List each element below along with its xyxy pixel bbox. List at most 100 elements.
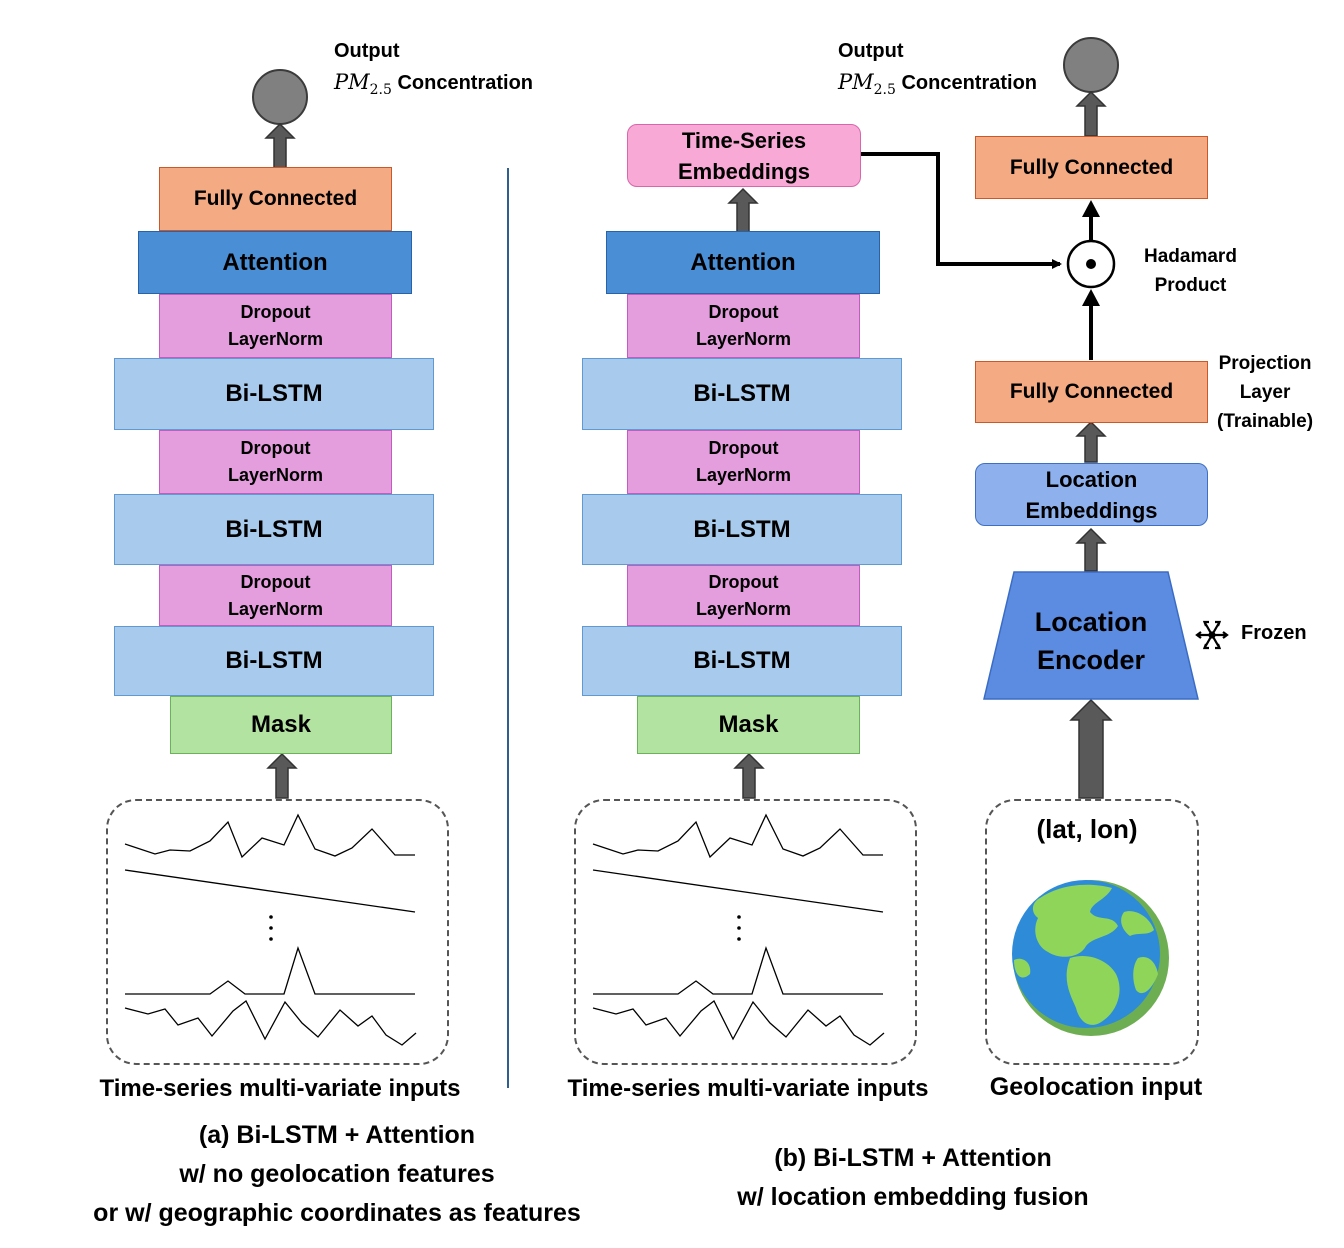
hadamard-product-icon: [1066, 239, 1116, 289]
projection-line-3: (Trainable): [1217, 411, 1314, 432]
fc-output-label: Fully Connected: [1009, 155, 1174, 179]
left-dropout-layernorm-3: Dropout LayerNorm: [159, 565, 392, 626]
left-output-word: Output: [334, 40, 400, 62]
layernorm-label: LayerNorm: [695, 598, 792, 619]
mask-label: Mask: [250, 711, 312, 738]
left-fc-label: Fully Connected: [193, 187, 358, 210]
right-caption-line-1: (b) Bi-LSTM + Attention: [774, 1144, 1052, 1172]
snowflake-icon: [1195, 620, 1229, 650]
loc-enc-line-2: Encoder: [1036, 645, 1146, 675]
up-arrow-icon: [733, 752, 765, 799]
dropout-label: Dropout: [240, 438, 311, 458]
right-bilstm-3: Bi-LSTM: [582, 626, 902, 696]
mask-label: Mask: [718, 711, 779, 738]
left-output-concentration: PM2.5 Concentration: [334, 70, 533, 98]
geolocation-label-text: Geolocation input: [989, 1073, 1203, 1101]
time-series-embeddings: Time-Series Embeddings: [627, 124, 861, 187]
left-input-label-text: Time-series multi-variate inputs: [99, 1075, 461, 1102]
right-concentration-word: Concentration: [901, 72, 1038, 94]
hadamard-label: Hadamard Product: [1144, 242, 1237, 300]
right-dropout-layernorm-2: Dropout LayerNorm: [627, 430, 860, 494]
right-attention-label: Attention: [690, 248, 796, 276]
ellipsis-dots-left: [269, 915, 273, 941]
left-pm-subscript: 2.5: [369, 82, 392, 98]
hadamard-line-2: Product: [1154, 275, 1227, 296]
up-arrow-icon: [264, 122, 296, 169]
left-fully-connected: Fully Connected: [159, 167, 392, 231]
dropout-label: Dropout: [240, 302, 311, 322]
bilstm-label: Bi-LSTM: [225, 380, 323, 407]
right-input-label: Time-series multi-variate inputs: [567, 1075, 928, 1103]
left-bilstm-1: Bi-LSTM: [114, 358, 434, 430]
right-dropout-layernorm-3: Dropout LayerNorm: [627, 565, 860, 626]
geolocation-input-box: [985, 799, 1199, 1065]
time-series-sparklines-right: [592, 813, 885, 1046]
left-pm-symbol: PM: [334, 70, 370, 94]
output-node: [252, 69, 308, 125]
left-caption-line-1: (a) Bi-LSTM + Attention: [198, 1121, 476, 1149]
location-encoder-shape: [983, 571, 1199, 700]
right-output-word: Output: [838, 40, 904, 62]
projection-line-1: Projection: [1218, 353, 1312, 374]
left-caption-line-3: or w/ geographic coordinates as features: [93, 1199, 581, 1227]
right-input-label-text: Time-series multi-variate inputs: [567, 1075, 929, 1102]
right-time-series-input-box: [574, 799, 917, 1065]
latlon-text: (lat, lon): [1036, 814, 1138, 844]
left-time-series-input-box: [106, 799, 449, 1065]
layernorm-label: LayerNorm: [695, 329, 792, 349]
time-series-sparklines-left: [124, 813, 417, 1046]
right-dropout-layernorm-1: Dropout LayerNorm: [627, 294, 860, 358]
geolocation-label: Geolocation input: [990, 1073, 1203, 1102]
right-attention: Attention: [606, 231, 880, 294]
right-output-concentration: PM2.5 Concentration: [838, 70, 1037, 98]
bilstm-label: Bi-LSTM: [693, 647, 791, 674]
left-input-label: Time-series multi-variate inputs: [99, 1075, 460, 1103]
latlon-label: (lat, lon): [1036, 814, 1137, 845]
right-pm-subscript: 2.5: [873, 82, 896, 98]
location-embeddings: Location Embeddings: [975, 463, 1208, 526]
projection-layer-label: Projection Layer (Trainable): [1217, 349, 1313, 436]
fully-connected-projection: Fully Connected: [975, 361, 1208, 423]
left-bilstm-2: Bi-LSTM: [114, 494, 434, 565]
up-arrow-icon: [1069, 698, 1113, 799]
right-caption: (b) Bi-LSTM + Attention w/ location embe…: [737, 1139, 1088, 1217]
tse-line-1: Time-Series: [681, 127, 807, 153]
location-encoder: Location Encoder: [1000, 596, 1182, 686]
up-arrow-icon: [266, 752, 298, 799]
right-bilstm-1: Bi-LSTM: [582, 358, 902, 430]
right-output-label: Output: [838, 40, 904, 63]
globe-icon: [1012, 880, 1169, 1036]
up-arrow-icon: [1075, 420, 1107, 463]
right-caption-line-2: w/ location embedding fusion: [737, 1183, 1089, 1211]
left-attention-label: Attention: [222, 248, 328, 276]
up-arrow-icon: [1075, 527, 1107, 572]
up-arrow-icon: [727, 187, 759, 233]
right-pm-symbol: PM: [838, 70, 874, 94]
projection-line-2: Layer: [1239, 382, 1291, 403]
left-caption-line-2: w/ no geolocation features: [179, 1160, 495, 1188]
bilstm-label: Bi-LSTM: [693, 380, 791, 407]
bilstm-label: Bi-LSTM: [225, 647, 323, 674]
left-attention: Attention: [138, 231, 412, 294]
loc-enc-line-1: Location: [1034, 607, 1148, 637]
ellipsis-dots-right: [737, 915, 741, 941]
fully-connected-output: Fully Connected: [975, 136, 1208, 199]
dropout-label: Dropout: [240, 571, 311, 592]
layernorm-label: LayerNorm: [227, 329, 324, 349]
right-bilstm-2: Bi-LSTM: [582, 494, 902, 565]
frozen-text: Frozen: [1241, 622, 1307, 644]
bilstm-label: Bi-LSTM: [225, 515, 323, 543]
right-mask: Mask: [637, 696, 860, 754]
layernorm-label: LayerNorm: [227, 598, 324, 619]
left-dropout-layernorm-1: Dropout LayerNorm: [159, 294, 392, 358]
fc-projection-label: Fully Connected: [1009, 380, 1174, 403]
loc-emb-line-2: Embeddings: [1025, 497, 1158, 523]
left-caption: (a) Bi-LSTM + Attention w/ no geolocatio…: [93, 1116, 581, 1233]
up-arrow-icon: [1075, 90, 1107, 137]
layernorm-label: LayerNorm: [227, 465, 324, 485]
dropout-label: Dropout: [708, 571, 779, 592]
output-node: [1063, 37, 1119, 93]
bilstm-label: Bi-LSTM: [693, 515, 791, 543]
left-bilstm-3: Bi-LSTM: [114, 626, 434, 696]
